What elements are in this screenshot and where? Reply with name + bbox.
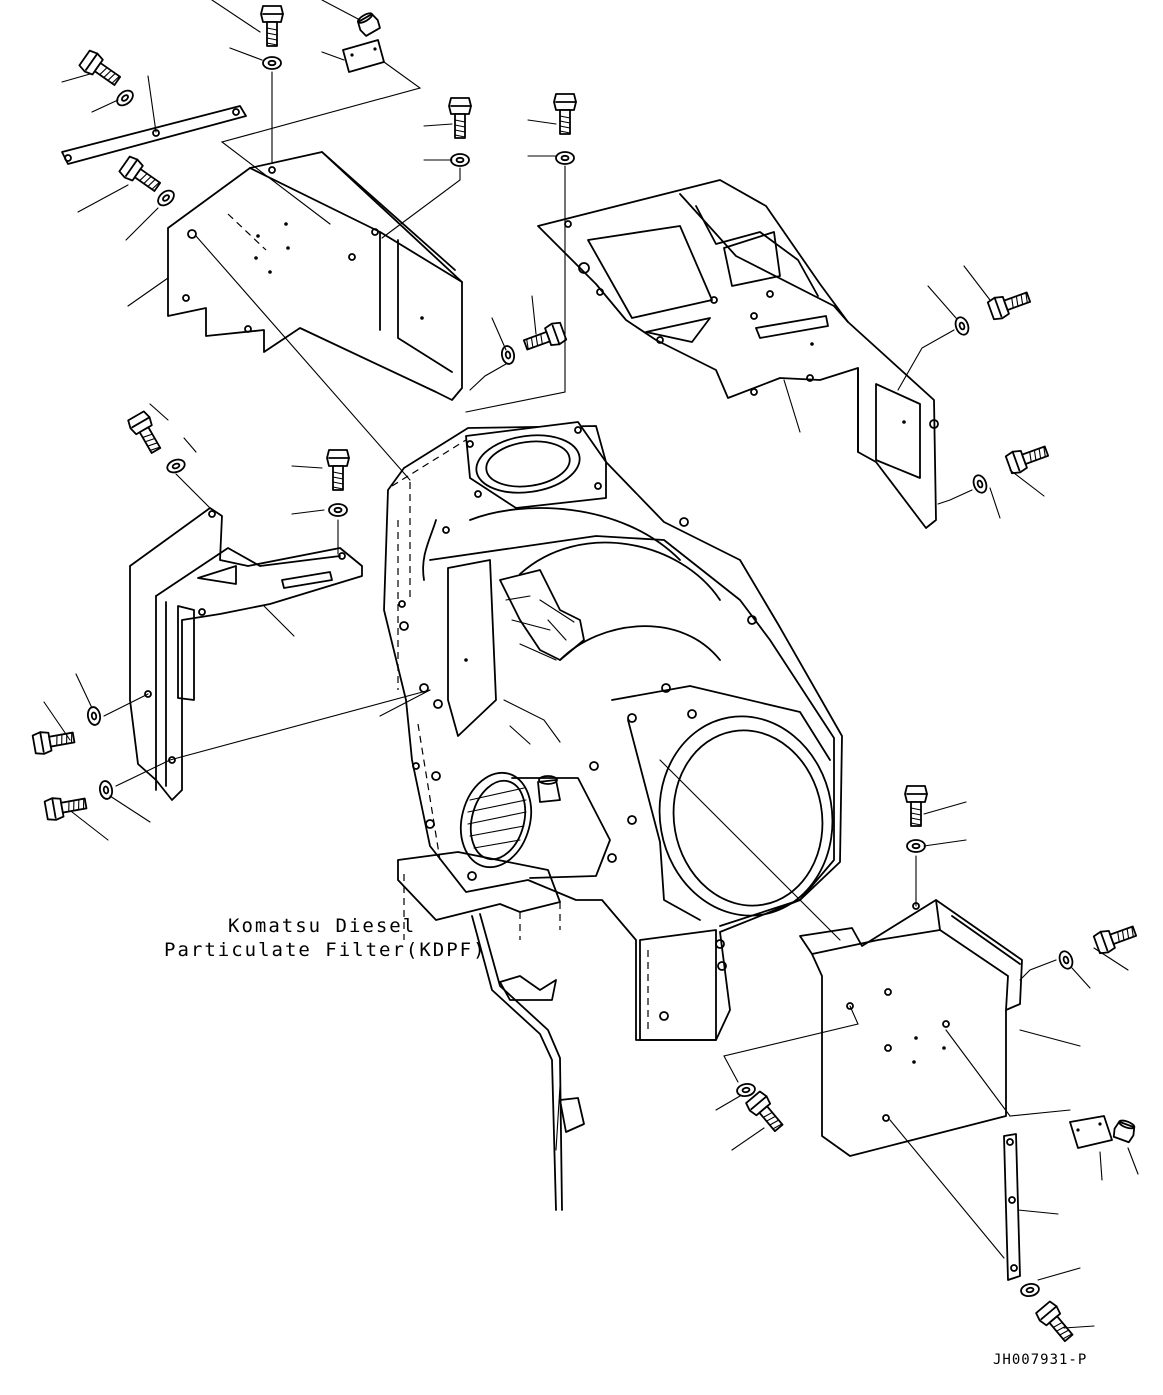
bolt-icon bbox=[520, 319, 568, 357]
bolt-icon bbox=[1033, 1299, 1079, 1346]
component-label-line2: Particulate Filter(KDPF) bbox=[164, 939, 487, 961]
bolt-icon bbox=[1004, 439, 1052, 477]
top-left-cover-assembly bbox=[61, 0, 568, 401]
washer-icon bbox=[164, 456, 188, 476]
washer-icon bbox=[499, 344, 517, 366]
bolt-icon bbox=[1092, 919, 1140, 957]
bolt-icon bbox=[986, 285, 1034, 323]
washer-icon bbox=[113, 86, 137, 110]
bolt-icon bbox=[43, 791, 89, 823]
washer-icon bbox=[906, 839, 926, 853]
washer-icon bbox=[450, 153, 470, 167]
washer-icon bbox=[952, 314, 972, 338]
washer-icon bbox=[735, 1081, 757, 1099]
bolt-icon bbox=[117, 154, 165, 197]
washer-icon bbox=[262, 56, 282, 70]
washer-icon bbox=[555, 151, 575, 165]
cover-plate-icon bbox=[342, 39, 385, 73]
plug-icon bbox=[1110, 1117, 1139, 1144]
washer-icon bbox=[85, 705, 103, 727]
cover-plate-icon bbox=[1069, 1115, 1113, 1149]
drawing-code: JH007931-P bbox=[993, 1352, 1087, 1368]
bolt-icon bbox=[553, 93, 577, 135]
top-right-cover-panel bbox=[537, 179, 939, 529]
bolt-icon bbox=[125, 409, 167, 457]
washer-icon bbox=[154, 186, 178, 210]
bolt-icon bbox=[260, 5, 284, 47]
washer-icon bbox=[1056, 948, 1076, 972]
bolt-icon bbox=[31, 725, 77, 757]
bottom-right-cover-panel bbox=[799, 899, 1023, 1157]
plug-icon bbox=[353, 9, 383, 38]
top-right-cover-assembly bbox=[465, 93, 1052, 529]
kdpf-unit: Komatsu Diesel Particulate Filter(KDPF) bbox=[164, 421, 843, 1211]
bolt-icon bbox=[743, 1089, 789, 1136]
bolt-icon bbox=[77, 48, 125, 91]
bolt-icon bbox=[448, 97, 472, 139]
leader-lines bbox=[195, 235, 841, 941]
strap-bar bbox=[1003, 1133, 1021, 1281]
bolt-icon bbox=[904, 785, 928, 827]
left-bracket-assembly bbox=[31, 403, 431, 841]
top-left-cover-panel bbox=[167, 151, 463, 401]
washer-icon bbox=[970, 472, 990, 496]
bottom-right-cover-assembly bbox=[715, 785, 1140, 1346]
left-bracket bbox=[129, 507, 363, 801]
bolt-icon bbox=[326, 449, 350, 491]
washer-icon bbox=[328, 503, 348, 517]
component-label-line1: Komatsu Diesel bbox=[228, 915, 416, 937]
strap-bar bbox=[61, 105, 247, 165]
washer-icon bbox=[1019, 1281, 1041, 1299]
